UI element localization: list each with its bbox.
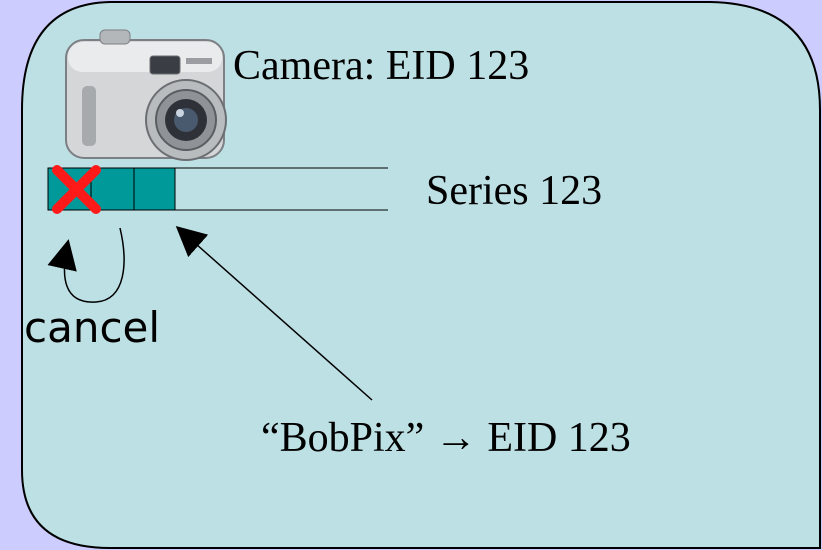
digital-camera-icon <box>65 29 227 161</box>
mapping-arrow <box>175 226 373 401</box>
series-label: Series 123 <box>426 168 602 214</box>
buffer-slot-3 <box>133 167 176 211</box>
buffer-slot-2 <box>90 167 135 211</box>
camera-label: Camera: EID 123 <box>233 43 529 89</box>
cancel-loop-arrow <box>47 227 125 303</box>
cancel-label: cancel <box>24 303 160 352</box>
mapping-label: “BobPix” → EID 123 <box>261 415 631 461</box>
red-x-icon <box>52 165 101 214</box>
